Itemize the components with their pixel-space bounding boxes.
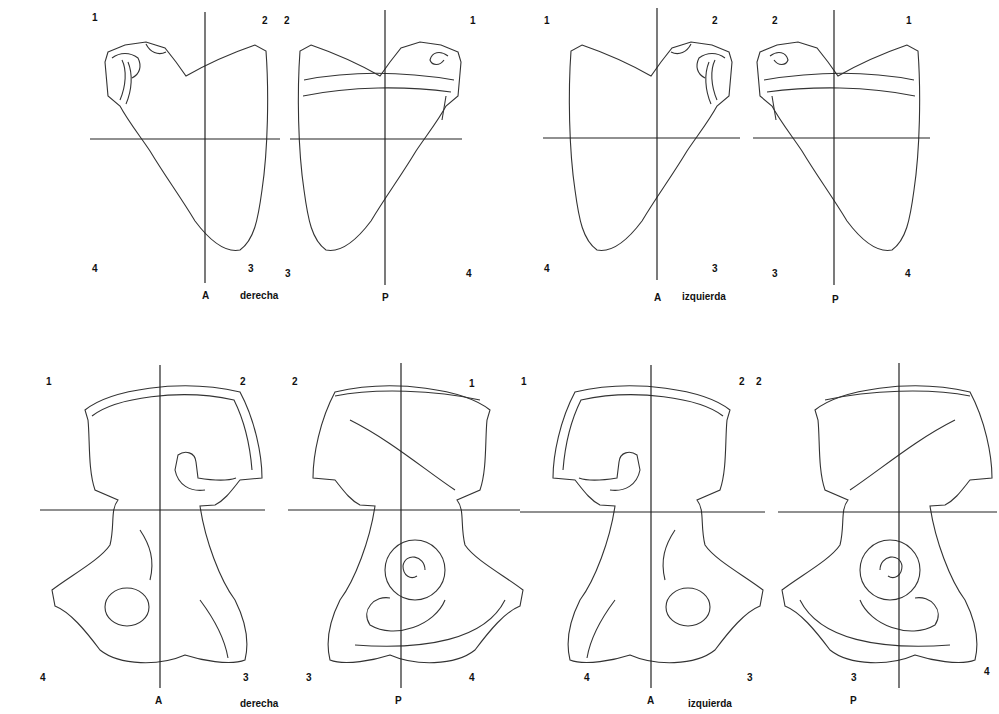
view-label: P [382, 292, 389, 304]
quadrant-number: 2 [292, 376, 298, 388]
quadrant-number: 2 [284, 15, 290, 27]
quadrant-number: 4 [469, 672, 475, 684]
view-label: P [395, 695, 402, 707]
quadrant-number: 3 [747, 672, 753, 684]
quadrant-number: 4 [905, 268, 911, 280]
quadrant-number: 4 [92, 263, 98, 275]
quadrant-number: 2 [262, 15, 268, 27]
view-label: A [155, 695, 162, 707]
quadrant-number: 1 [906, 15, 912, 27]
view-label: A [654, 292, 661, 304]
view-label: P [832, 294, 839, 306]
quadrant-number: 1 [544, 15, 550, 27]
quadrant-number: 3 [243, 672, 249, 684]
quadrant-number: 4 [466, 268, 472, 280]
quadrant-number: 4 [584, 672, 590, 684]
quadrant-number: 1 [92, 12, 98, 24]
side-label: izquierda [682, 291, 726, 303]
quadrant-number: 3 [285, 268, 291, 280]
quadrant-number: 1 [521, 376, 527, 388]
side-label: derecha [240, 698, 278, 710]
side-label: derecha [240, 290, 278, 302]
quadrant-number: 2 [712, 15, 718, 27]
quadrant-number: 2 [739, 376, 745, 388]
quadrant-number: 3 [248, 263, 254, 275]
quadrant-number: 3 [712, 263, 718, 275]
quadrant-number: 4 [40, 672, 46, 684]
quadrant-number: 3 [772, 268, 778, 280]
quadrant-number: 2 [756, 376, 762, 388]
quadrant-number: 1 [469, 378, 475, 390]
quadrant-number: 4 [544, 263, 550, 275]
quadrant-number: 4 [984, 666, 990, 678]
view-label: A [202, 290, 209, 302]
quadrant-number: 2 [240, 376, 246, 388]
quadrant-number: 3 [306, 672, 312, 684]
view-label: A [647, 695, 654, 707]
quadrant-number: 3 [851, 672, 857, 684]
quadrant-number: 2 [772, 15, 778, 27]
view-label: P [850, 695, 857, 707]
quadrant-number: 1 [46, 376, 52, 388]
side-label: izquierda [688, 698, 732, 710]
quadrant-number: 1 [470, 15, 476, 27]
